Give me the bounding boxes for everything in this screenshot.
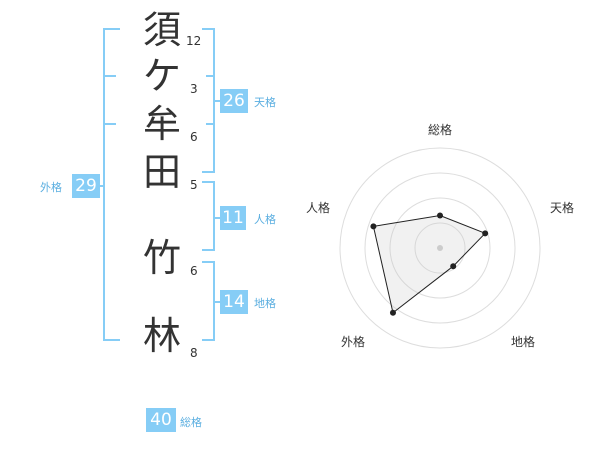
radar-point-1 — [437, 212, 443, 219]
radar-grid-ring — [389, 197, 491, 299]
radar-point-5 — [370, 223, 377, 230]
name-char-6: 林 — [142, 314, 181, 358]
name-char-2: ケ — [142, 54, 181, 98]
radar-series-area — [372, 214, 487, 314]
jinkaku-value: 11 — [220, 206, 246, 230]
radar-grid-ring — [414, 222, 466, 274]
jinkaku-bracket — [202, 181, 215, 251]
name-char-5: 竹 — [142, 236, 181, 280]
radar-grid-ring — [339, 147, 541, 349]
radar-axis-label-soukaku: 総格 — [428, 123, 453, 137]
radar-grid-ring — [364, 172, 516, 324]
jinkaku-label: 人格 — [254, 213, 276, 226]
stroke-count-1: 12 — [186, 34, 202, 48]
name-char-3: 牟 — [142, 102, 181, 146]
radar-point-4 — [389, 309, 396, 316]
name-char-4: 田 — [142, 150, 181, 194]
soukaku-label: 総格 — [180, 416, 202, 429]
stroke-count-2: 3 — [190, 82, 198, 96]
tenkaku-value: 26 — [220, 89, 248, 113]
stroke-count-6: 8 — [190, 346, 198, 360]
radar-axis-label-chikaku: 地格 — [511, 335, 536, 349]
radar-point-2 — [482, 230, 489, 237]
stroke-count-3: 6 — [190, 130, 198, 144]
gaikaku-value: 29 — [72, 174, 100, 198]
radar-axis-label-gaikaku: 外格 — [341, 335, 366, 349]
radar-axis-label-tenkaku: 天格 — [550, 201, 575, 215]
radar-center-dot — [437, 245, 443, 251]
stroke-count-4: 5 — [190, 178, 198, 192]
radar-axis-label-jinkaku: 人格 — [306, 201, 331, 215]
stroke-count-5: 6 — [190, 264, 198, 278]
gaikaku-label: 外格 — [40, 181, 62, 194]
tenkaku-label: 天格 — [254, 96, 276, 109]
radar-point-3 — [450, 263, 457, 270]
gaikaku-bracket — [103, 28, 120, 341]
chikaku-value: 14 — [220, 290, 248, 314]
soukaku-value: 40 — [146, 408, 176, 432]
name-char-1: 須 — [142, 8, 181, 52]
chikaku-label: 地格 — [254, 297, 276, 310]
